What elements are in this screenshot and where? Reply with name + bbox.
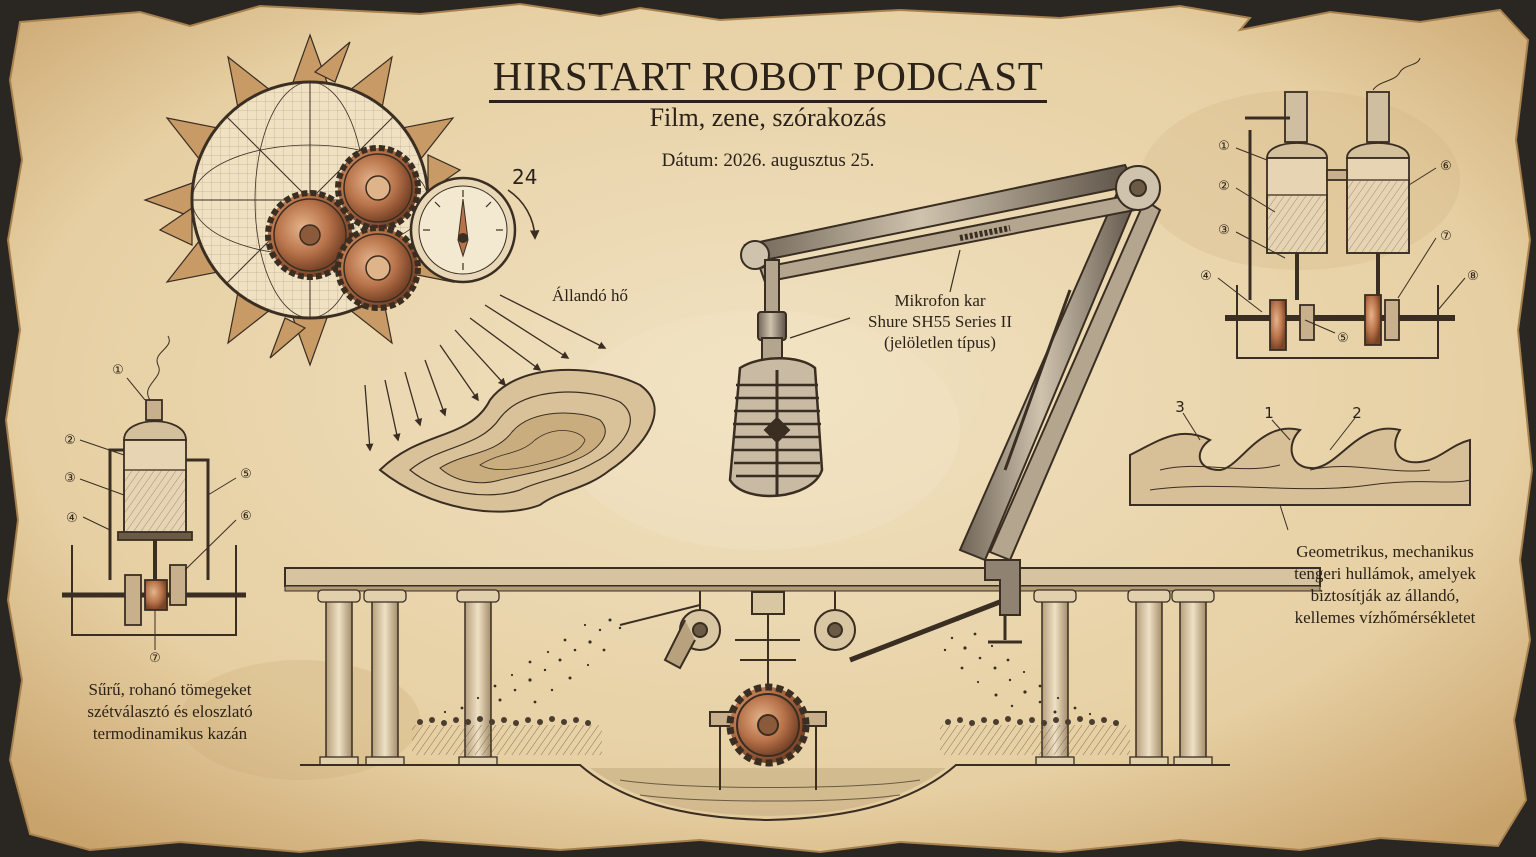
left-callout-7: ⑦ bbox=[149, 651, 161, 666]
page-subtitle: Film, zene, szórakozás bbox=[649, 103, 887, 132]
mechanical-waves bbox=[1129, 412, 1471, 531]
particle-spray bbox=[443, 618, 1092, 716]
crowd bbox=[412, 716, 1130, 755]
wave-callout-2: 2 bbox=[1352, 404, 1362, 422]
right-callout-1: ① bbox=[1218, 139, 1230, 154]
left-callout-6: ⑥ bbox=[240, 509, 252, 524]
waves-caption-line1: Geometrikus, mechanikus bbox=[1296, 542, 1474, 561]
pulley-mechanism bbox=[619, 591, 1006, 790]
date-label: Dátum: 2026. augusztus 25. bbox=[661, 150, 875, 171]
bridge-structure bbox=[284, 567, 1321, 822]
waves-caption-line4: kellemes vízhőmérsékletet bbox=[1294, 608, 1476, 627]
mic-label-line3: (jelöletlen típus) bbox=[884, 333, 996, 352]
sun-machine bbox=[143, 33, 462, 367]
right-callout-6: ⑥ bbox=[1440, 159, 1452, 174]
waves-caption-line3: biztosítják az állandó, bbox=[1310, 586, 1460, 605]
right-callout-2: ② bbox=[1218, 179, 1230, 194]
gauge-dial bbox=[409, 176, 540, 284]
right-callout-3: ③ bbox=[1218, 223, 1230, 238]
mic-label-line2: Shure SH55 Series II bbox=[867, 312, 1012, 331]
right-callout-4: ④ bbox=[1200, 269, 1212, 284]
left-caption-line1: Sűrű, rohanó tömegeket bbox=[88, 680, 252, 699]
left-caption-line3: termodinamikus kazán bbox=[92, 724, 248, 743]
microphone-arm bbox=[728, 163, 1162, 644]
left-callout-3: ③ bbox=[64, 471, 76, 486]
page-title: HIRSTART ROBOT PODCAST bbox=[0, 52, 1536, 103]
right-callout-7: ⑦ bbox=[1440, 229, 1452, 244]
title-text: HIRSTART ROBOT PODCAST bbox=[488, 53, 1048, 103]
waves-caption-line2: tengeri hullámok, amelyek bbox=[1294, 564, 1476, 583]
left-callout-4: ④ bbox=[66, 511, 78, 526]
heat-label: Állandó hő bbox=[552, 286, 629, 305]
left-callout-1: ① bbox=[112, 363, 124, 378]
left-boiler-diagram bbox=[62, 335, 246, 636]
left-callout-2: ② bbox=[64, 433, 76, 448]
gauge-number: 24 bbox=[512, 165, 538, 189]
right-callout-8: ⑧ bbox=[1467, 269, 1479, 284]
wave-callout-1: 1 bbox=[1264, 404, 1274, 422]
left-callout-5: ⑤ bbox=[240, 467, 252, 482]
wave-callout-3: 3 bbox=[1175, 398, 1185, 416]
right-boiler-diagram bbox=[1225, 57, 1455, 359]
heat-map bbox=[378, 368, 656, 513]
left-caption-line2: szétválasztó és eloszlató bbox=[87, 702, 253, 721]
right-callout-5: ⑤ bbox=[1337, 331, 1349, 346]
mic-label-line1: Mikrofon kar bbox=[894, 291, 986, 310]
